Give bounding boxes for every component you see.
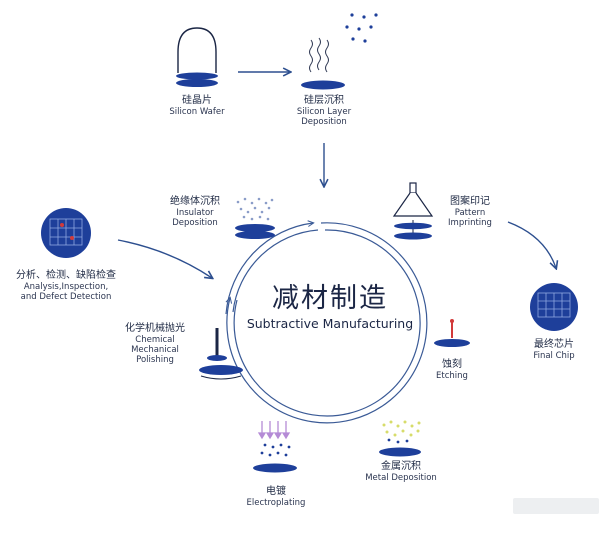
label-zh: 电镀 [266,486,286,497]
label-metal-deposition: 金属沉积 Metal Deposition [361,461,441,483]
watermark [513,498,599,514]
label-en: Mechanical [131,345,179,356]
label-en: Metal Deposition [365,473,437,483]
label-en: Deposition [301,117,347,128]
center-title-en: Subtractive Manufacturing [246,316,414,331]
label-etching: 蚀刻 Etching [425,359,479,381]
arrow-analysis-to-cycle [117,239,212,278]
label-en: Chemical [135,335,175,345]
label-en: Electroplating [246,498,306,508]
label-en: Silicon Layer [296,107,352,117]
label-silicon-layer-deposition: 硅层沉积 Silicon Layer Deposition [284,95,364,127]
polishing-spindle-icon [199,328,243,380]
bell-jar-wafer-icon [176,27,218,87]
label-final-chip: 最终芯片 Final Chip [519,339,589,361]
label-en: Analysis,Inspection, [23,282,109,292]
electroplating-icon [253,421,297,473]
label-zh: 最终芯片 [534,339,574,350]
deposition-wafer-icon [301,37,345,90]
label-pattern-imprinting: 图案印记 Pattern Imprinting [435,196,505,228]
label-zh: 图案印记 [450,196,490,207]
final-chip-icon [530,283,578,331]
label-insulator-deposition: 绝缘体沉积 Insulator Deposition [160,196,230,228]
label-analysis-inspection: 分析、检测、缺陷检查 Analysis,Inspection, and Defe… [6,270,126,302]
arrow-pattern-to-final-chip [507,221,556,268]
label-en: Insulator [176,208,214,218]
label-silicon-wafer: 硅晶片 Silicon Wafer [157,95,237,117]
label-chemical-mechanical-polishing: 化学机械抛光 Chemical Mechanical Polishing [115,323,195,366]
label-zh: 硅层沉积 [304,95,344,106]
label-zh: 金属沉积 [381,461,421,472]
label-zh: 绝缘体沉积 [170,196,220,207]
label-en: Silicon Wafer [169,107,225,117]
label-en: Imprinting [448,218,492,229]
label-en: Polishing [136,355,174,366]
flow-arrows [117,72,556,278]
inspection-chip-icon [41,208,91,258]
label-en: Etching [436,371,468,381]
cycle-arrows-icon [225,223,428,424]
label-en: and Defect Detection [20,292,112,303]
label-en: Deposition [172,218,218,229]
etching-laser-icon [434,319,470,347]
label-zh: 蚀刻 [442,359,462,370]
center-title-zh: 减材制造 [272,283,388,314]
pattern-lamp-icon [392,182,434,240]
label-zh: 分析、检测、缺陷检查 [16,270,116,281]
insulator-wafer-icon [235,197,275,239]
label-en: Final Chip [533,351,575,361]
metal-deposition-icon [379,420,421,457]
label-en: Pattern [454,208,486,218]
label-electroplating: 电镀 Electroplating [236,486,316,508]
particle-dots [345,13,378,43]
label-zh: 化学机械抛光 [125,323,185,334]
label-zh: 硅晶片 [182,95,212,106]
